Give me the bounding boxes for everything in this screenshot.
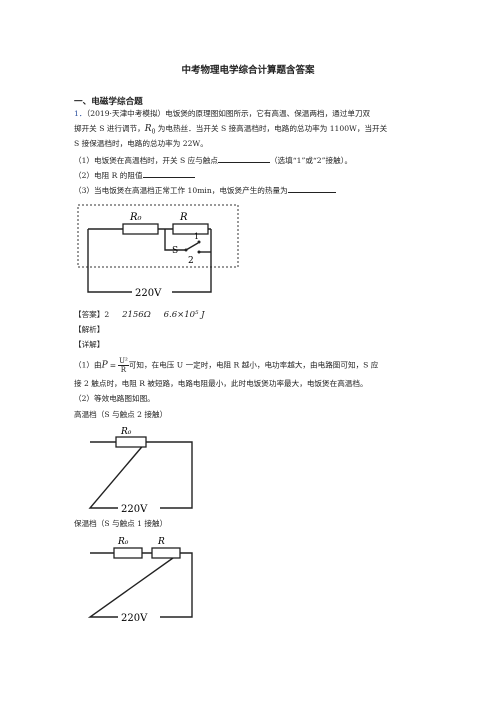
detail-label: 【详解】 xyxy=(74,340,105,349)
low-voltage-label: 220V xyxy=(121,613,148,624)
detail-line-2: 接 2 触点时，电阻 R 被短路，电路电阻最小，此时电饭煲功率最大，电饭煲在高温… xyxy=(74,379,368,388)
question-text-1: （2019·天津中考模拟）电饭煲的原理图如图所示，它有高温、保温两档，通过单刀双 xyxy=(86,109,371,118)
low-r-label: R xyxy=(157,537,165,547)
answer-value-resistance: 2156Ω xyxy=(122,310,151,320)
contact-1-label: 1 xyxy=(194,232,199,241)
answer-value-heat: 6.6×10⁵ J xyxy=(163,310,205,320)
question-line-2: 掷开关 S 进行调节，R0 为电热丝．当开关 S 接高温档时，电路的总功率为 1… xyxy=(74,124,387,138)
question-number: 1． xyxy=(74,109,87,118)
switch-blade xyxy=(185,242,199,251)
bypass-wire xyxy=(164,229,186,251)
high-voltage-gap xyxy=(118,502,160,514)
sub-question-1-a: （1）电饭煲在高温档时，开关 S 应与触点 xyxy=(74,156,218,165)
circuit-diagram-low: R₀ R 220V xyxy=(88,537,193,624)
switch-label: S xyxy=(172,246,178,256)
circuit-diagram-main: R₀ R S 1 2 220V xyxy=(77,204,239,299)
dashed-enclosure xyxy=(77,204,239,268)
formula-denominator: R xyxy=(120,366,127,374)
r-resistor xyxy=(172,223,209,235)
analysis-label: 【解析】 xyxy=(74,325,105,334)
high-voltage-label: 220V xyxy=(121,504,148,515)
question-line-3: S 接保温档时，电路的总功率为 22W。 xyxy=(74,139,208,148)
formula-numerator: U² xyxy=(118,357,129,366)
high-gear-label: 高温档（S 与触点 2 接触） xyxy=(74,410,168,419)
r0-symbol: R xyxy=(144,124,152,134)
question-line-1: 1．（2019·天津中考模拟）电饭煲的原理图如图所示，它有高温、保温两档，通过单… xyxy=(74,109,370,119)
formula-eq: = xyxy=(109,360,117,370)
r0-subscript: 0 xyxy=(151,128,156,136)
sub-question-2: （2）电阻 R 的阻值 xyxy=(74,169,195,181)
low-gear-label: 保温档（S 与触点 1 接触） xyxy=(74,519,168,528)
sub-question-2-text: （2）电阻 R 的阻值 xyxy=(74,171,143,180)
question-text-2a: 掷开关 S 进行调节， xyxy=(74,124,145,133)
high-circuit-wire xyxy=(88,441,193,509)
page-title: 中考物理电学综合计算题含答案 xyxy=(181,65,315,76)
low-voltage-gap xyxy=(118,611,160,623)
sub-question-3: （3）当电饭煲在高温档正常工作 10min，电饭煲产生的热量为 xyxy=(74,184,336,196)
low-r0-label: R₀ xyxy=(117,537,129,547)
answer-blank-3 xyxy=(287,184,336,193)
low-r0-resistor xyxy=(113,547,143,559)
high-r0-resistor xyxy=(115,436,147,448)
detail-line-1-b: 可知，在电压 U 一定时，电阻 R 越小，电功率越大，由电路图可知，S 应 xyxy=(128,360,379,370)
section-heading: 一、电磁学综合题 xyxy=(74,97,143,107)
r0-label: R₀ xyxy=(129,212,142,223)
sub-question-1-b: （选填“1”或“2”接触）。 xyxy=(269,156,353,165)
low-circuit-wire xyxy=(88,552,193,618)
question-text-2b: 为电热丝．当开关 S 接高温档时，电路的总功率为 1100W，当开关 xyxy=(155,124,388,133)
formula-p: P xyxy=(101,360,108,371)
r-label: R xyxy=(179,212,188,223)
contact-1-dot xyxy=(197,240,201,244)
detail-line-1-a: （1）由 xyxy=(74,360,102,370)
answer-line: 【答案】2 2156Ω 6.6×10⁵ J xyxy=(74,310,205,320)
voltage-gap xyxy=(132,286,172,298)
answer-blank-1 xyxy=(217,154,270,163)
circuit-diagram-high: R₀ 220V xyxy=(88,427,193,515)
high-r0-label: R₀ xyxy=(120,427,132,437)
detail-line-3: （2）等效电路图如图。 xyxy=(74,394,155,403)
low-r-resistor xyxy=(151,547,181,559)
voltage-label: 220V xyxy=(135,288,162,299)
switch-pivot xyxy=(184,248,188,252)
sub-question-3-text: （3）当电饭煲在高温档正常工作 10min，电饭煲产生的热量为 xyxy=(74,186,288,195)
answer-blank-2 xyxy=(142,169,195,178)
r0-resistor xyxy=(122,223,159,235)
contact-2-label: 2 xyxy=(188,256,194,266)
answer-label: 【答案】2 xyxy=(74,310,110,319)
sub-question-1: （1）电饭煲在高温档时，开关 S 应与触点 （选填“1”或“2”接触）。 xyxy=(74,154,352,166)
